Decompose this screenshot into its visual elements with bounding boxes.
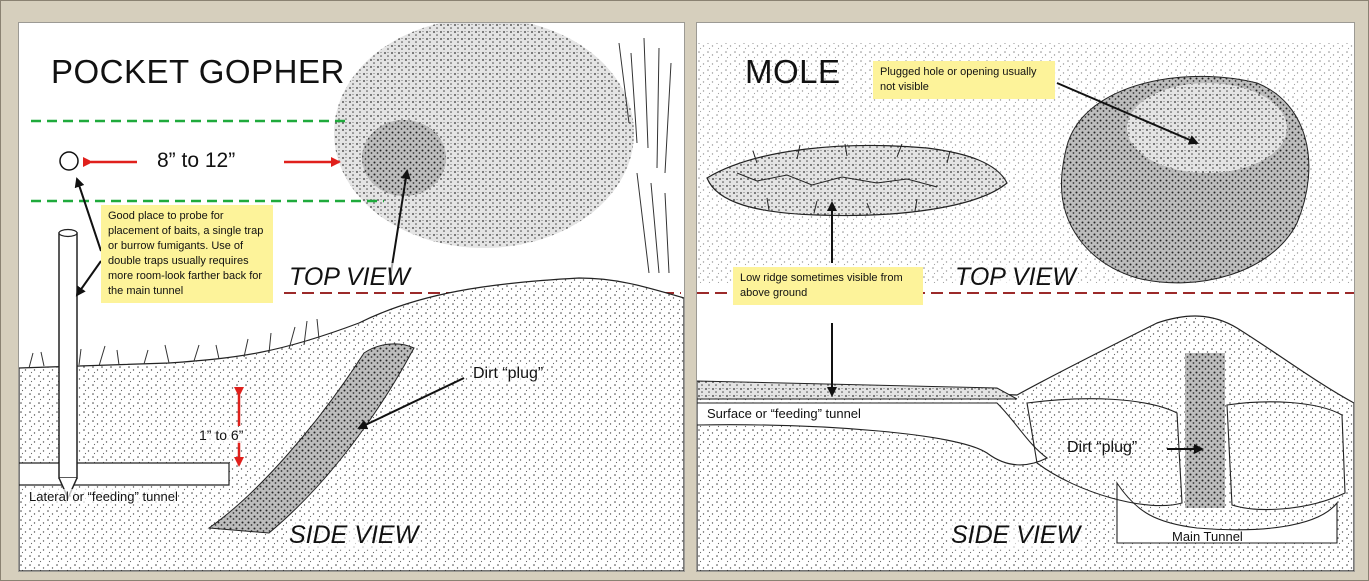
side-view-label: SIDE VIEW (287, 521, 420, 550)
plugged-hole-area (1127, 83, 1287, 173)
vertical-depth-label: 1” to 6” (199, 427, 243, 443)
side-view-label: SIDE VIEW (949, 521, 1082, 550)
lateral-tunnel-label: Lateral or “feeding” tunnel (29, 489, 178, 504)
top-view-label: TOP VIEW (287, 263, 412, 292)
dirt-plug-label: Dirt “plug” (1067, 439, 1137, 457)
surface-tunnel-label: Surface or “feeding” tunnel (707, 406, 861, 421)
horizontal-distance-label: 8” to 12” (157, 149, 235, 173)
main-tunnel-label: Main Tunnel (1172, 529, 1243, 544)
lateral-tunnel (19, 463, 229, 485)
page-title: POCKET GOPHER (51, 53, 345, 91)
mole-panel: MOLE Plugged hole or opening usually not… (696, 22, 1355, 572)
probe-rod (59, 233, 77, 478)
pocket-gopher-panel: POCKET GOPHER 8” to 12” Good place to pr… (18, 22, 685, 572)
low-ridge-note: Low ridge sometimes visible from above g… (733, 267, 923, 305)
dirt-plug-label: Dirt “plug” (473, 365, 543, 383)
page-title: MOLE (745, 53, 841, 91)
top-view-label: TOP VIEW (953, 263, 1078, 292)
mole-plug-column (1185, 353, 1225, 508)
probe-hole-icon (60, 152, 78, 170)
arrow-note-to-hole (77, 179, 101, 251)
probe-placement-note: Good place to probe for placement of bai… (101, 205, 273, 303)
arrow-note-to-probe (77, 261, 101, 295)
plugged-hole-note: Plugged hole or opening usually not visi… (873, 61, 1055, 99)
